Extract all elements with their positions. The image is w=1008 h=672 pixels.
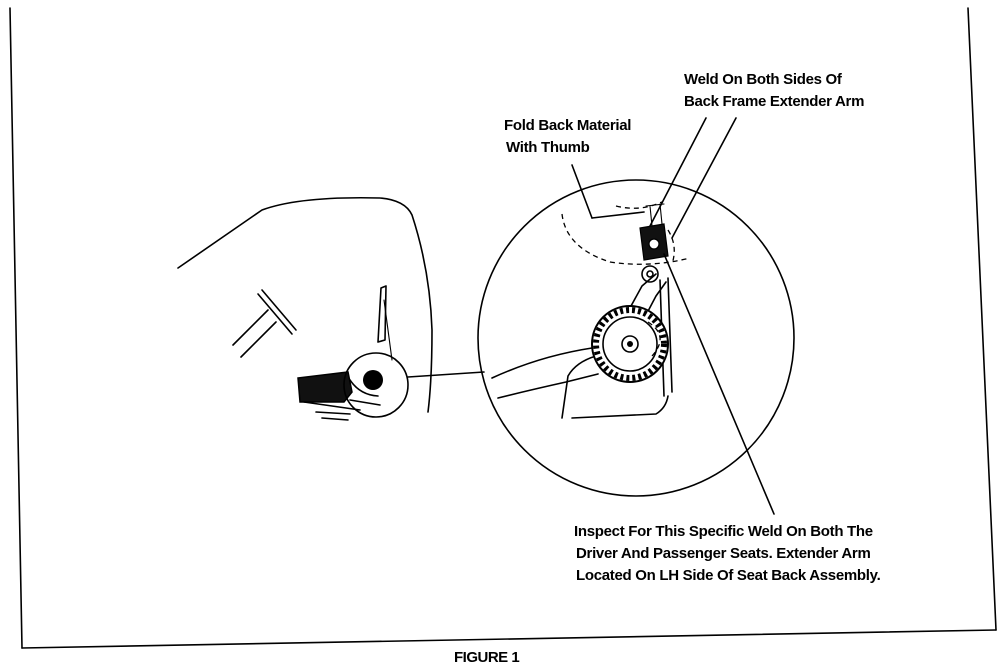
figure-border [9,7,997,649]
detail-marker-circle [343,352,409,418]
callout-inspect-line-3: Located On LH Side Of Seat Back Assembly… [576,567,881,584]
callout-weld-line-2: Back Frame Extender Arm [684,93,864,110]
callout-inspect-line-1: Inspect For This Specific Weld On Both T… [574,523,873,540]
callout-fold-line-2: With Thumb [506,139,590,156]
callout-weld-both-sides: Weld On Both Sides Of Back Frame Extende… [684,71,864,110]
callout-leader-lines [571,117,775,515]
magnified-detail-view [477,179,795,497]
vehicle-cab-outline [177,196,433,413]
callout-weld-line-1: Weld On Both Sides Of [684,71,843,88]
steering-column [232,289,297,358]
figure-caption: FIGURE 1 [454,649,519,666]
callout-fold-line-1: Fold Back Material [504,117,631,134]
seat-overview [297,285,393,421]
callout-fold-back: Fold Back Material With Thumb [504,117,635,156]
magnify-leader-line [407,371,485,378]
callout-inspect-line-2: Driver And Passenger Seats. Extender Arm [576,545,871,562]
callout-inspect: Inspect For This Specific Weld On Both T… [574,523,881,584]
